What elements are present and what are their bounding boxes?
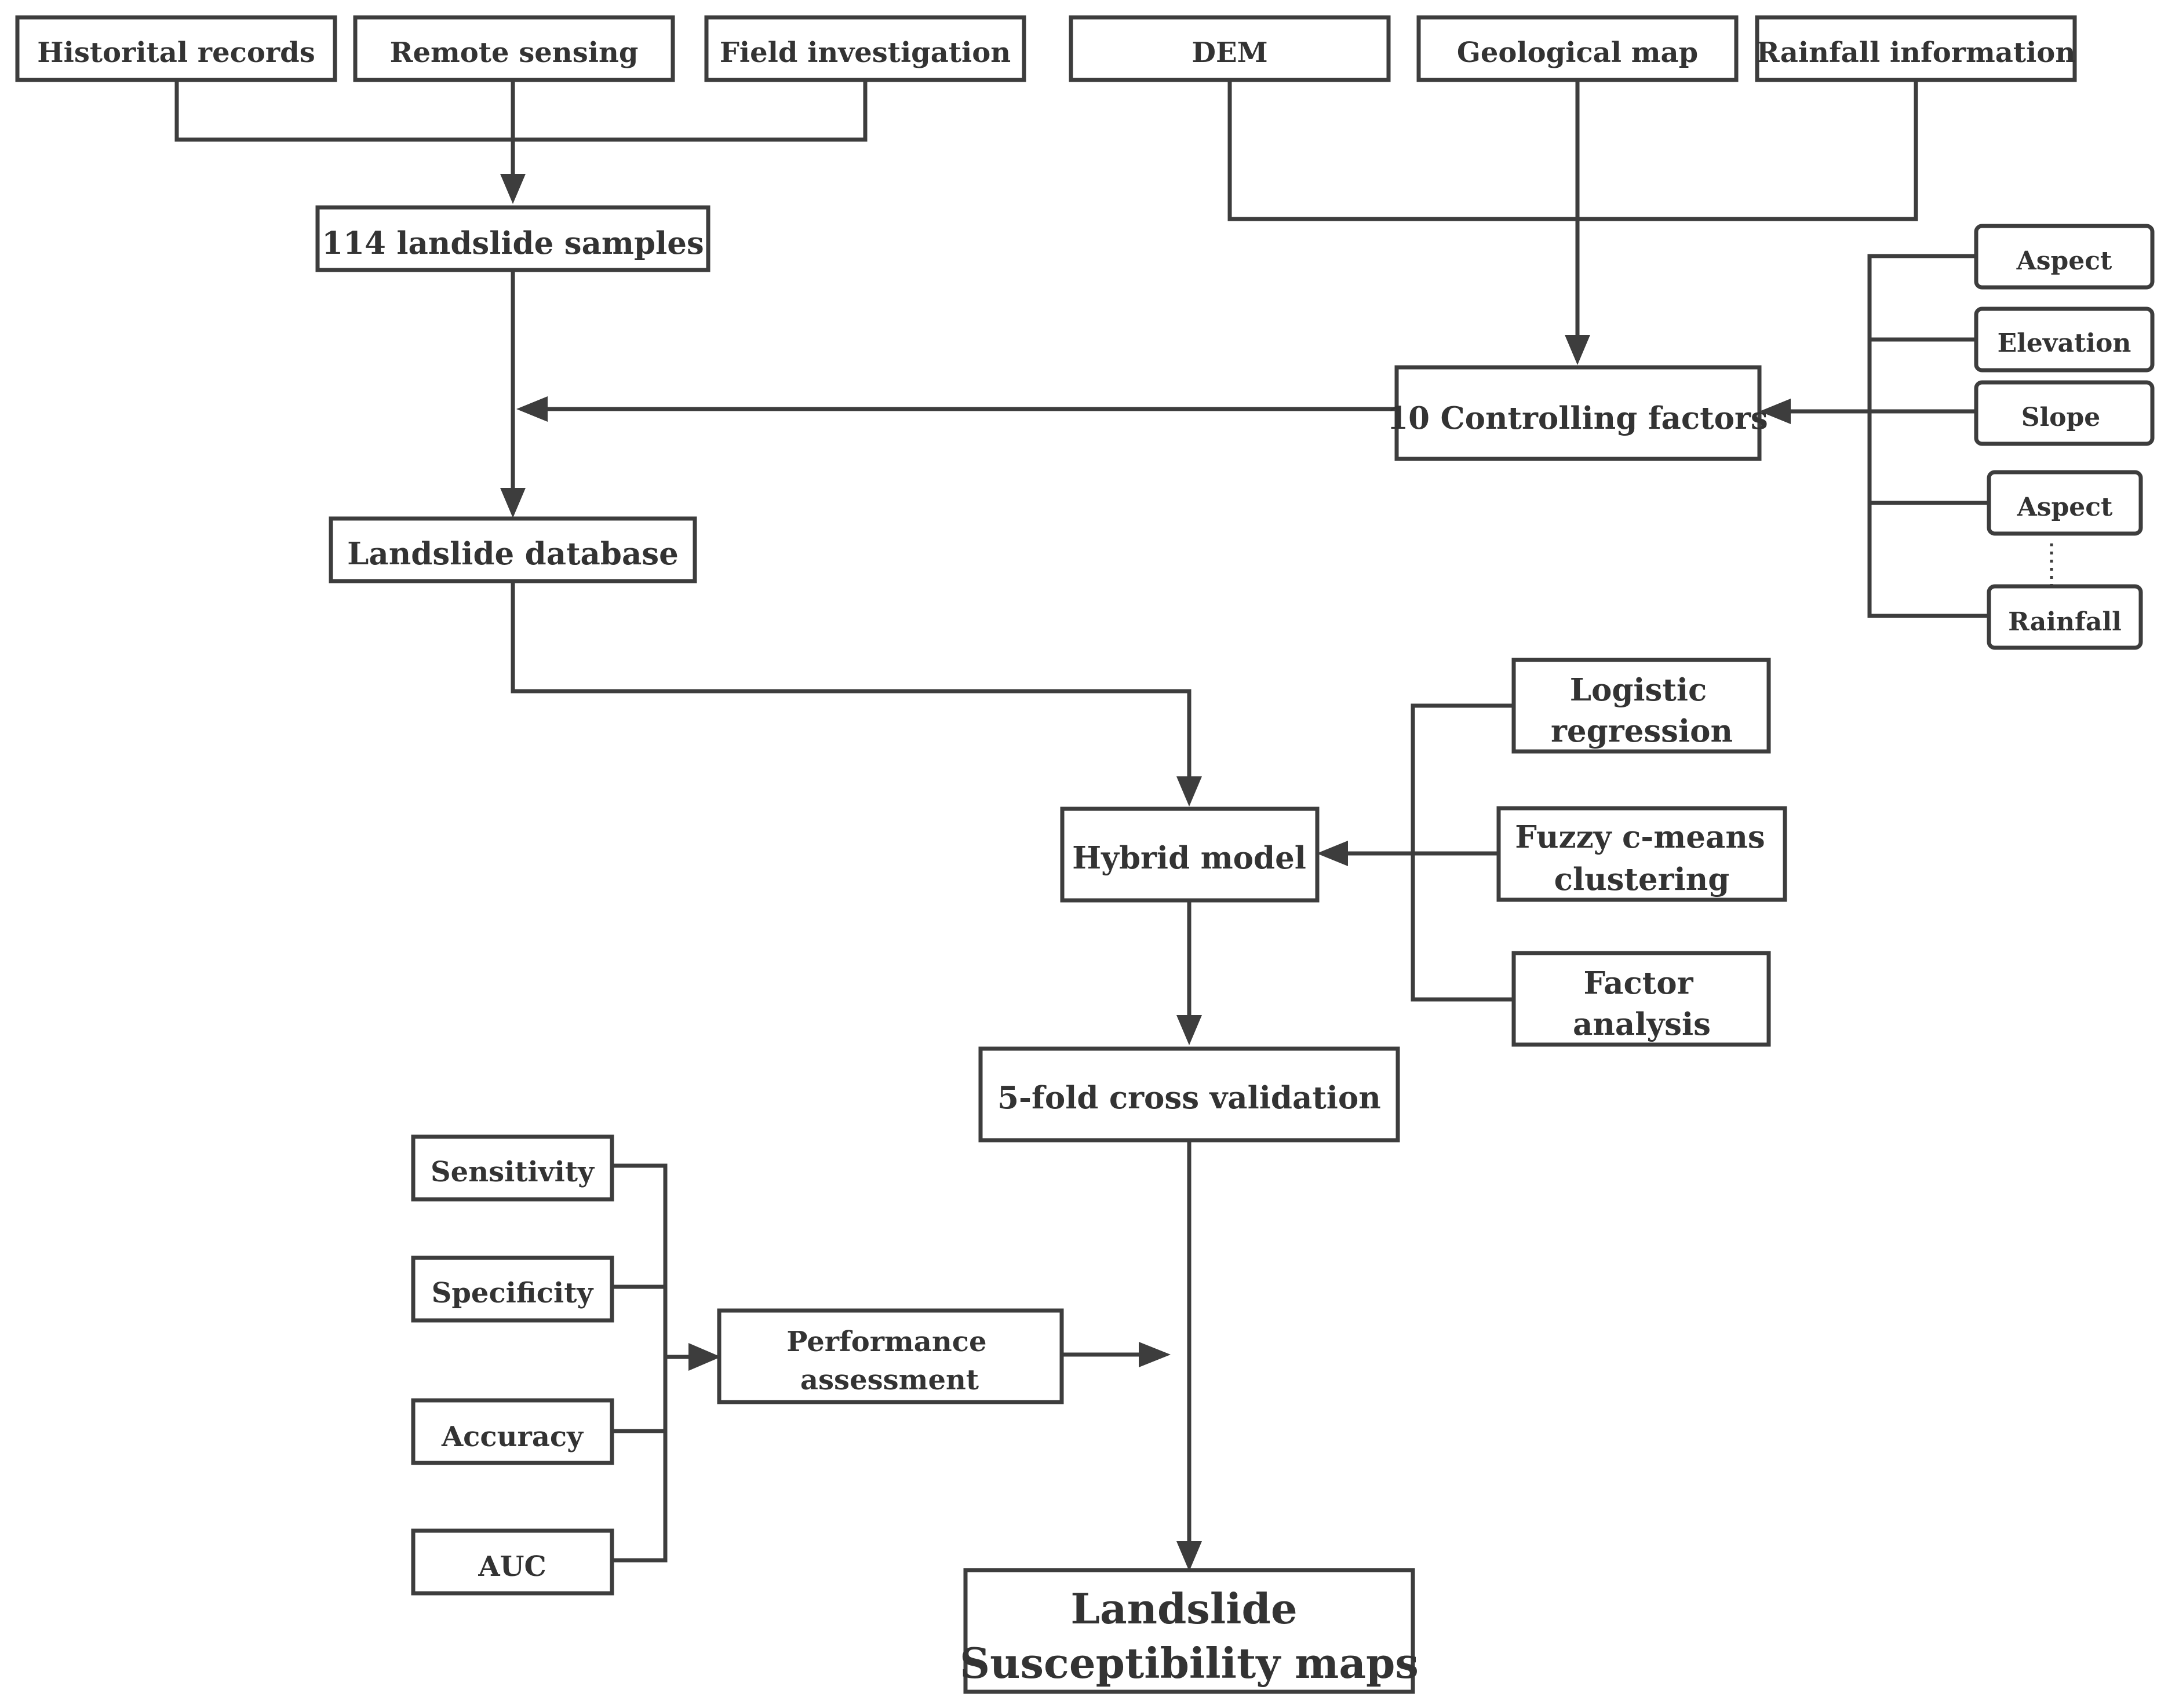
node-historical-records-label: Historital records xyxy=(37,37,315,69)
node-historical-records: Historital records xyxy=(15,15,337,82)
node-factor-aspect-label: Aspect xyxy=(2016,246,2112,276)
arrowhead-to-output xyxy=(1176,1541,1202,1571)
node-metric-sensitivity: Sensitivity xyxy=(411,1134,614,1202)
node-controlling-factors-label: 10 Controlling factors xyxy=(1387,400,1768,436)
arrowhead-list-to-factors xyxy=(1759,399,1791,424)
node-hybrid-model: Hybrid model xyxy=(1060,806,1320,903)
node-landslide-samples: 114 landslide samples xyxy=(315,205,710,272)
node-landslide-database-label: Landslide database xyxy=(347,536,679,572)
edge-metrics-bracket xyxy=(612,1163,668,1563)
node-factor-elevation-label: Elevation xyxy=(1998,329,2131,358)
node-landslide-samples-label: 114 landslide samples xyxy=(322,225,704,261)
arrowhead-to-factors xyxy=(1565,335,1590,365)
node-remote-sensing-label: Remote sensing xyxy=(390,37,639,69)
node-susceptibility-maps-line1: Landslide xyxy=(1070,1584,1297,1633)
node-factor-analysis-line2: analysis xyxy=(1573,1006,1711,1042)
node-dem: DEM xyxy=(1069,15,1391,82)
node-metric-accuracy: Accuracy xyxy=(411,1398,614,1465)
node-metric-accuracy-label: Accuracy xyxy=(441,1421,584,1453)
node-performance-assessment: Performance assessment xyxy=(717,1308,1064,1404)
arrowhead-factors-to-trunk xyxy=(516,396,548,422)
node-factor-slope: Slope xyxy=(1974,380,2155,446)
edge-historical-to-merge xyxy=(174,80,868,142)
node-factor-rainfall-label: Rainfall xyxy=(2008,607,2122,637)
node-cross-validation: 5-fold cross validation xyxy=(978,1046,1400,1143)
node-rainfall-information-label: Rainfall information xyxy=(1757,37,2075,69)
node-fuzzy-c-means: Fuzzy c-means clustering xyxy=(1496,806,1787,902)
node-cross-validation-label: 5-fold cross validation xyxy=(997,1080,1381,1116)
arrowhead-performance-to-trunk xyxy=(1139,1342,1171,1367)
node-hybrid-model-label: Hybrid model xyxy=(1072,840,1306,876)
node-logistic-regression-line2: regression xyxy=(1551,713,1733,749)
node-dem-label: DEM xyxy=(1192,37,1267,69)
node-factor-aspect: Aspect xyxy=(1974,224,2155,290)
node-factor-elevation: Elevation xyxy=(1974,306,2155,373)
node-controlling-factors: 10 Controlling factors xyxy=(1387,365,1768,461)
arrowhead-to-hybrid-left xyxy=(1317,841,1348,866)
connectors xyxy=(174,80,2053,1571)
node-metric-auc: AUC xyxy=(411,1528,614,1596)
node-metric-sensitivity-label: Sensitivity xyxy=(431,1156,595,1188)
node-rainfall-information: Rainfall information xyxy=(1755,15,2077,82)
node-metric-auc-label: AUC xyxy=(478,1550,546,1583)
node-factor-rainfall: Rainfall xyxy=(1987,584,2143,650)
arrowhead-to-samples xyxy=(500,174,526,204)
arrowhead-to-performance xyxy=(688,1343,721,1371)
edge-factor-list-bracket xyxy=(1867,254,1989,618)
node-geological-map: Geological map xyxy=(1416,15,1739,82)
node-factor-aspect-2: Aspect xyxy=(1987,470,2143,536)
node-logistic-regression: Logistic regression xyxy=(1511,658,1771,754)
arrowhead-to-cv xyxy=(1176,1015,1202,1045)
node-factor-slope-label: Slope xyxy=(2021,403,2101,432)
arrowhead-to-hybrid xyxy=(1176,776,1202,806)
node-factor-analysis: Factor analysis xyxy=(1511,951,1771,1047)
node-fuzzy-c-means-line2: clustering xyxy=(1554,862,1730,897)
node-field-investigation-label: Field investigation xyxy=(720,37,1011,69)
edge-dem-rainfall-merge xyxy=(1227,80,1918,221)
node-performance-assessment-line1: Performance xyxy=(786,1326,986,1358)
node-factor-aspect-2-label: Aspect xyxy=(2017,492,2113,522)
node-field-investigation: Field investigation xyxy=(704,15,1026,82)
edge-database-to-hybrid xyxy=(511,581,1192,776)
node-logistic-regression-line1: Logistic xyxy=(1570,672,1707,708)
node-landslide-database: Landslide database xyxy=(329,516,697,583)
node-geological-map-label: Geological map xyxy=(1457,37,1698,69)
node-susceptibility-maps-line2: Susceptibility maps xyxy=(960,1638,1419,1688)
node-remote-sensing: Remote sensing xyxy=(353,15,675,82)
node-fuzzy-c-means-line1: Fuzzy c-means xyxy=(1515,819,1765,855)
node-susceptibility-maps: Landslide Susceptibility maps xyxy=(960,1568,1419,1694)
node-metric-specificity: Specificity xyxy=(411,1256,614,1323)
node-performance-assessment-line2: assessment xyxy=(800,1364,979,1396)
arrowhead-to-database xyxy=(500,488,526,518)
node-factor-analysis-line1: Factor xyxy=(1583,965,1693,1001)
node-metric-specificity-label: Specificity xyxy=(432,1277,595,1309)
